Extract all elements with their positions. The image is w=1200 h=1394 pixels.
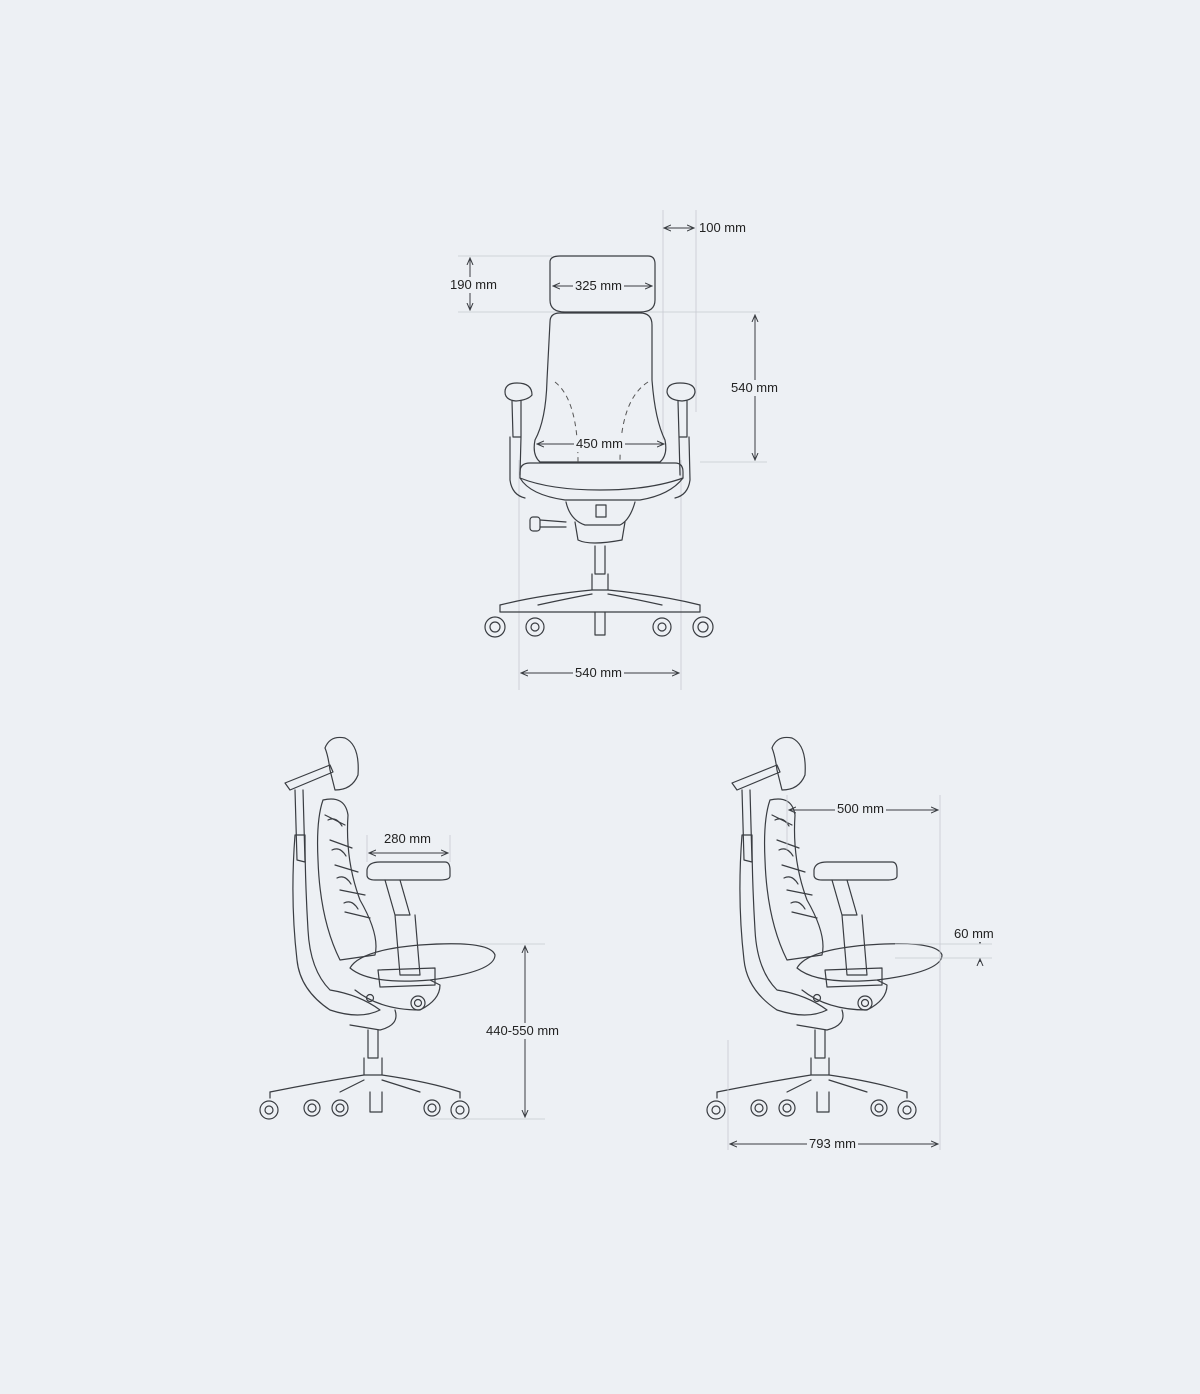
headrest-height-label: 190 mm bbox=[448, 277, 499, 293]
backrest-height-label: 540 mm bbox=[729, 380, 780, 396]
overall-depth-label: 793 mm bbox=[807, 1136, 858, 1152]
seat-thickness-label: 60 mm bbox=[952, 926, 996, 942]
base-width-label: 540 mm bbox=[573, 665, 624, 681]
side-view-left-chair bbox=[259, 736, 545, 1120]
headrest-offset-label: 100 mm bbox=[697, 220, 748, 236]
headrest-width-label: 325 mm bbox=[573, 278, 624, 294]
armrest-depth-label: 280 mm bbox=[382, 831, 433, 847]
side-view-right-chair bbox=[706, 736, 992, 1150]
seat-width-label: 450 mm bbox=[574, 436, 625, 452]
seat-height-label: 440-550 mm bbox=[484, 1023, 561, 1039]
back-to-front-label: 500 mm bbox=[835, 801, 886, 817]
